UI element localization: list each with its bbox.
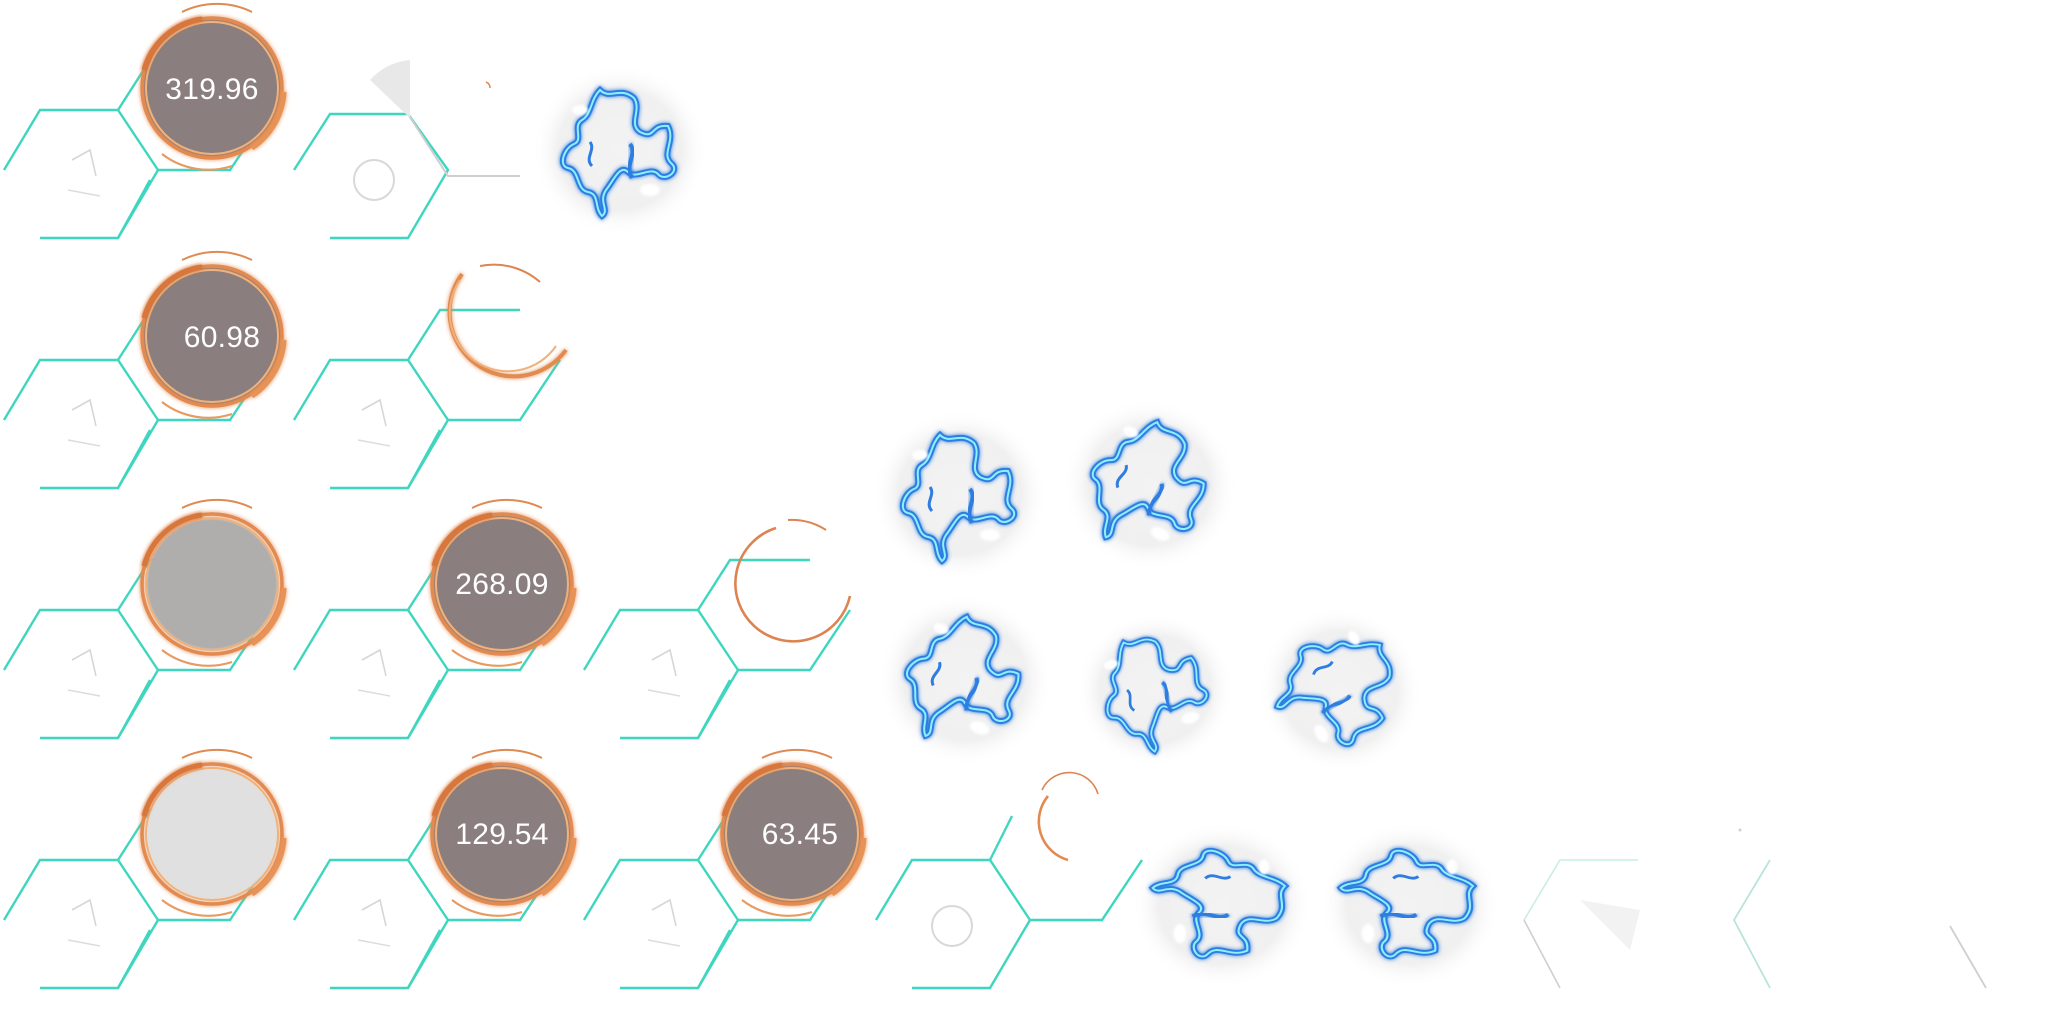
crack-burst-frame (1034, 370, 1266, 600)
hex-cell-ring-partial (582, 518, 852, 740)
badge-disc (142, 18, 282, 158)
crack-burst-frame (1132, 821, 1313, 988)
badge-value: 268.09 (455, 568, 549, 601)
hex-cell (292, 750, 574, 990)
badge-disc-pale (146, 768, 278, 900)
hex-cell-ring-fragment (874, 771, 1143, 990)
badge-disc (432, 764, 572, 904)
row-4 (2, 750, 1987, 990)
crack-burst-frame (853, 569, 1077, 791)
crack-burst-frame (872, 409, 1048, 581)
crack-burst-frame (1058, 595, 1251, 786)
badge-value: 60.98 (183, 321, 261, 354)
hex-fade-frame (1523, 859, 1640, 989)
hex-cell (582, 750, 864, 990)
crack-burst-frame (1320, 821, 1501, 988)
hex-cell-sweep (292, 60, 520, 240)
hex-cell-ring-open (292, 263, 568, 490)
crack-burst-frame (1227, 577, 1452, 803)
hex-cell (2, 252, 284, 490)
badge-disc (142, 266, 282, 406)
hex-cell-empty (2, 500, 284, 740)
row-2 (2, 252, 568, 490)
badge-disc (722, 764, 862, 904)
hex-fade-frame (1949, 925, 1987, 989)
badge-disc (432, 514, 572, 654)
row-3 (2, 370, 1453, 803)
hex-fade-frame (1732, 828, 1771, 989)
badge-value: 63.45 (761, 818, 839, 851)
hex-cell-pale (2, 750, 284, 990)
badge-value: 319.96 (165, 73, 259, 106)
badge-value: 129.54 (455, 818, 549, 851)
hex-cell (292, 500, 574, 740)
row-1 (2, 4, 708, 240)
hex-cell (2, 4, 284, 240)
crack-burst-frame (532, 64, 708, 236)
badge-disc-empty (146, 518, 278, 650)
